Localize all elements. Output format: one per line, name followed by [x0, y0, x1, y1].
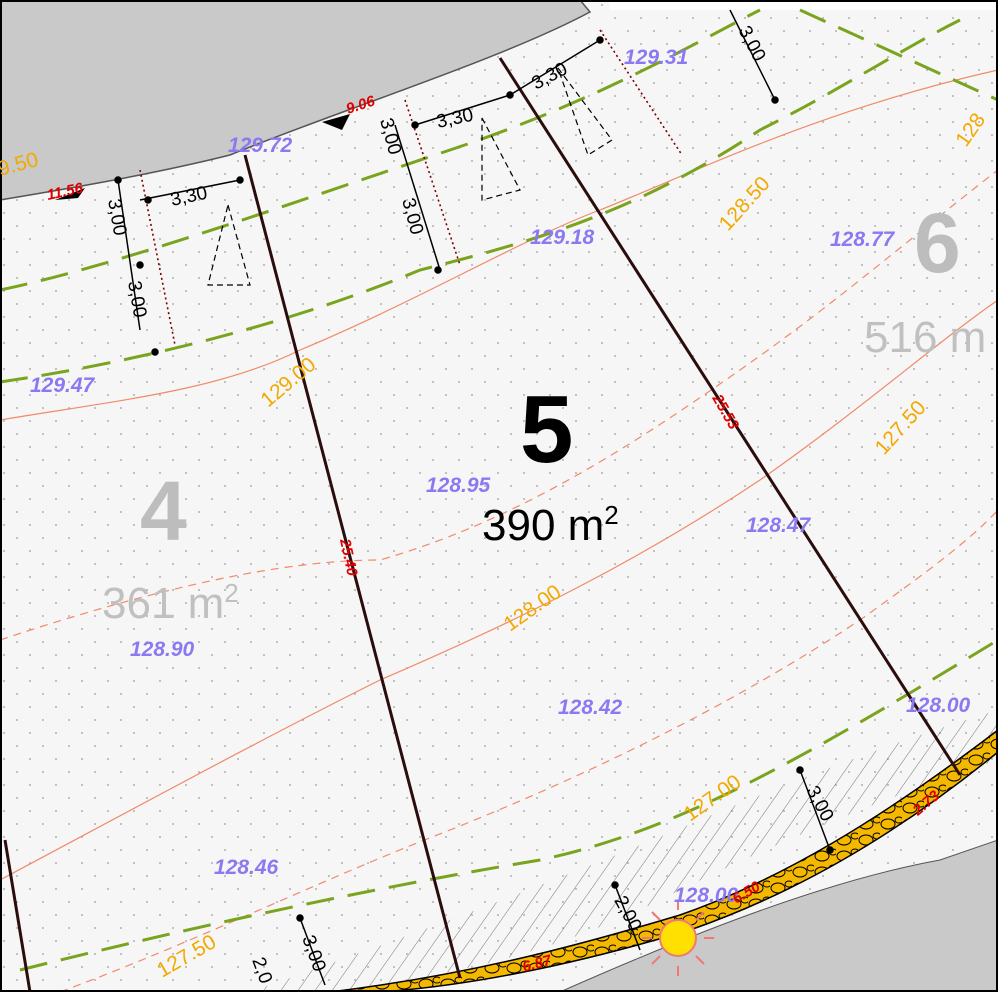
elevation-label: 128.95	[426, 474, 491, 497]
point-triangle-icon	[557, 67, 613, 156]
sun-marker-icon	[642, 900, 714, 976]
elevation-label: 128.77	[830, 228, 896, 251]
road-top-right	[610, 0, 998, 10]
dimension-lines	[114, 9, 834, 986]
elevation-label: 129.47	[30, 374, 96, 397]
elevation-label: 129.31	[624, 46, 688, 69]
parking-triangle-icon	[55, 188, 85, 200]
point-triangle-icon	[481, 117, 521, 201]
lot-4-area-sup: 2	[224, 578, 238, 608]
elevation-label: 128.90	[130, 638, 195, 661]
elevation-label: 128.47	[746, 514, 812, 537]
lot-6-number: 6	[914, 196, 961, 290]
lot-6-area: 516 m	[864, 313, 986, 362]
lot-6-area-value: 516 m	[864, 313, 986, 362]
slope-hatch	[250, 710, 998, 992]
elevation-label: 129.18	[530, 226, 595, 249]
lot-boundaries	[3, 57, 962, 992]
elevation-label: 128.00	[674, 884, 739, 907]
setback-lines	[0, 8, 998, 972]
lot-5-area-value: 390 m	[482, 501, 604, 550]
elevation-label: 128.42	[558, 696, 623, 719]
parking-triangle-icon	[322, 114, 350, 130]
elevation-label: 129.72	[228, 134, 293, 157]
elevation-label: 128.00	[906, 694, 971, 717]
lot-5-number: 5	[520, 376, 573, 483]
lot-4-number: 4	[140, 464, 187, 558]
elevation-label: 128.46	[214, 856, 279, 879]
road-top	[0, 0, 592, 201]
lot-5-area: 390 m2	[482, 500, 619, 550]
parking-bays	[139, 29, 683, 346]
lot-5-area-sup: 2	[604, 500, 618, 530]
lot-4-area: 361 m2	[102, 578, 239, 628]
point-triangle-icon	[207, 202, 251, 286]
contour-lines	[0, 69, 998, 992]
lot-4-area-value: 361 m	[102, 579, 224, 628]
